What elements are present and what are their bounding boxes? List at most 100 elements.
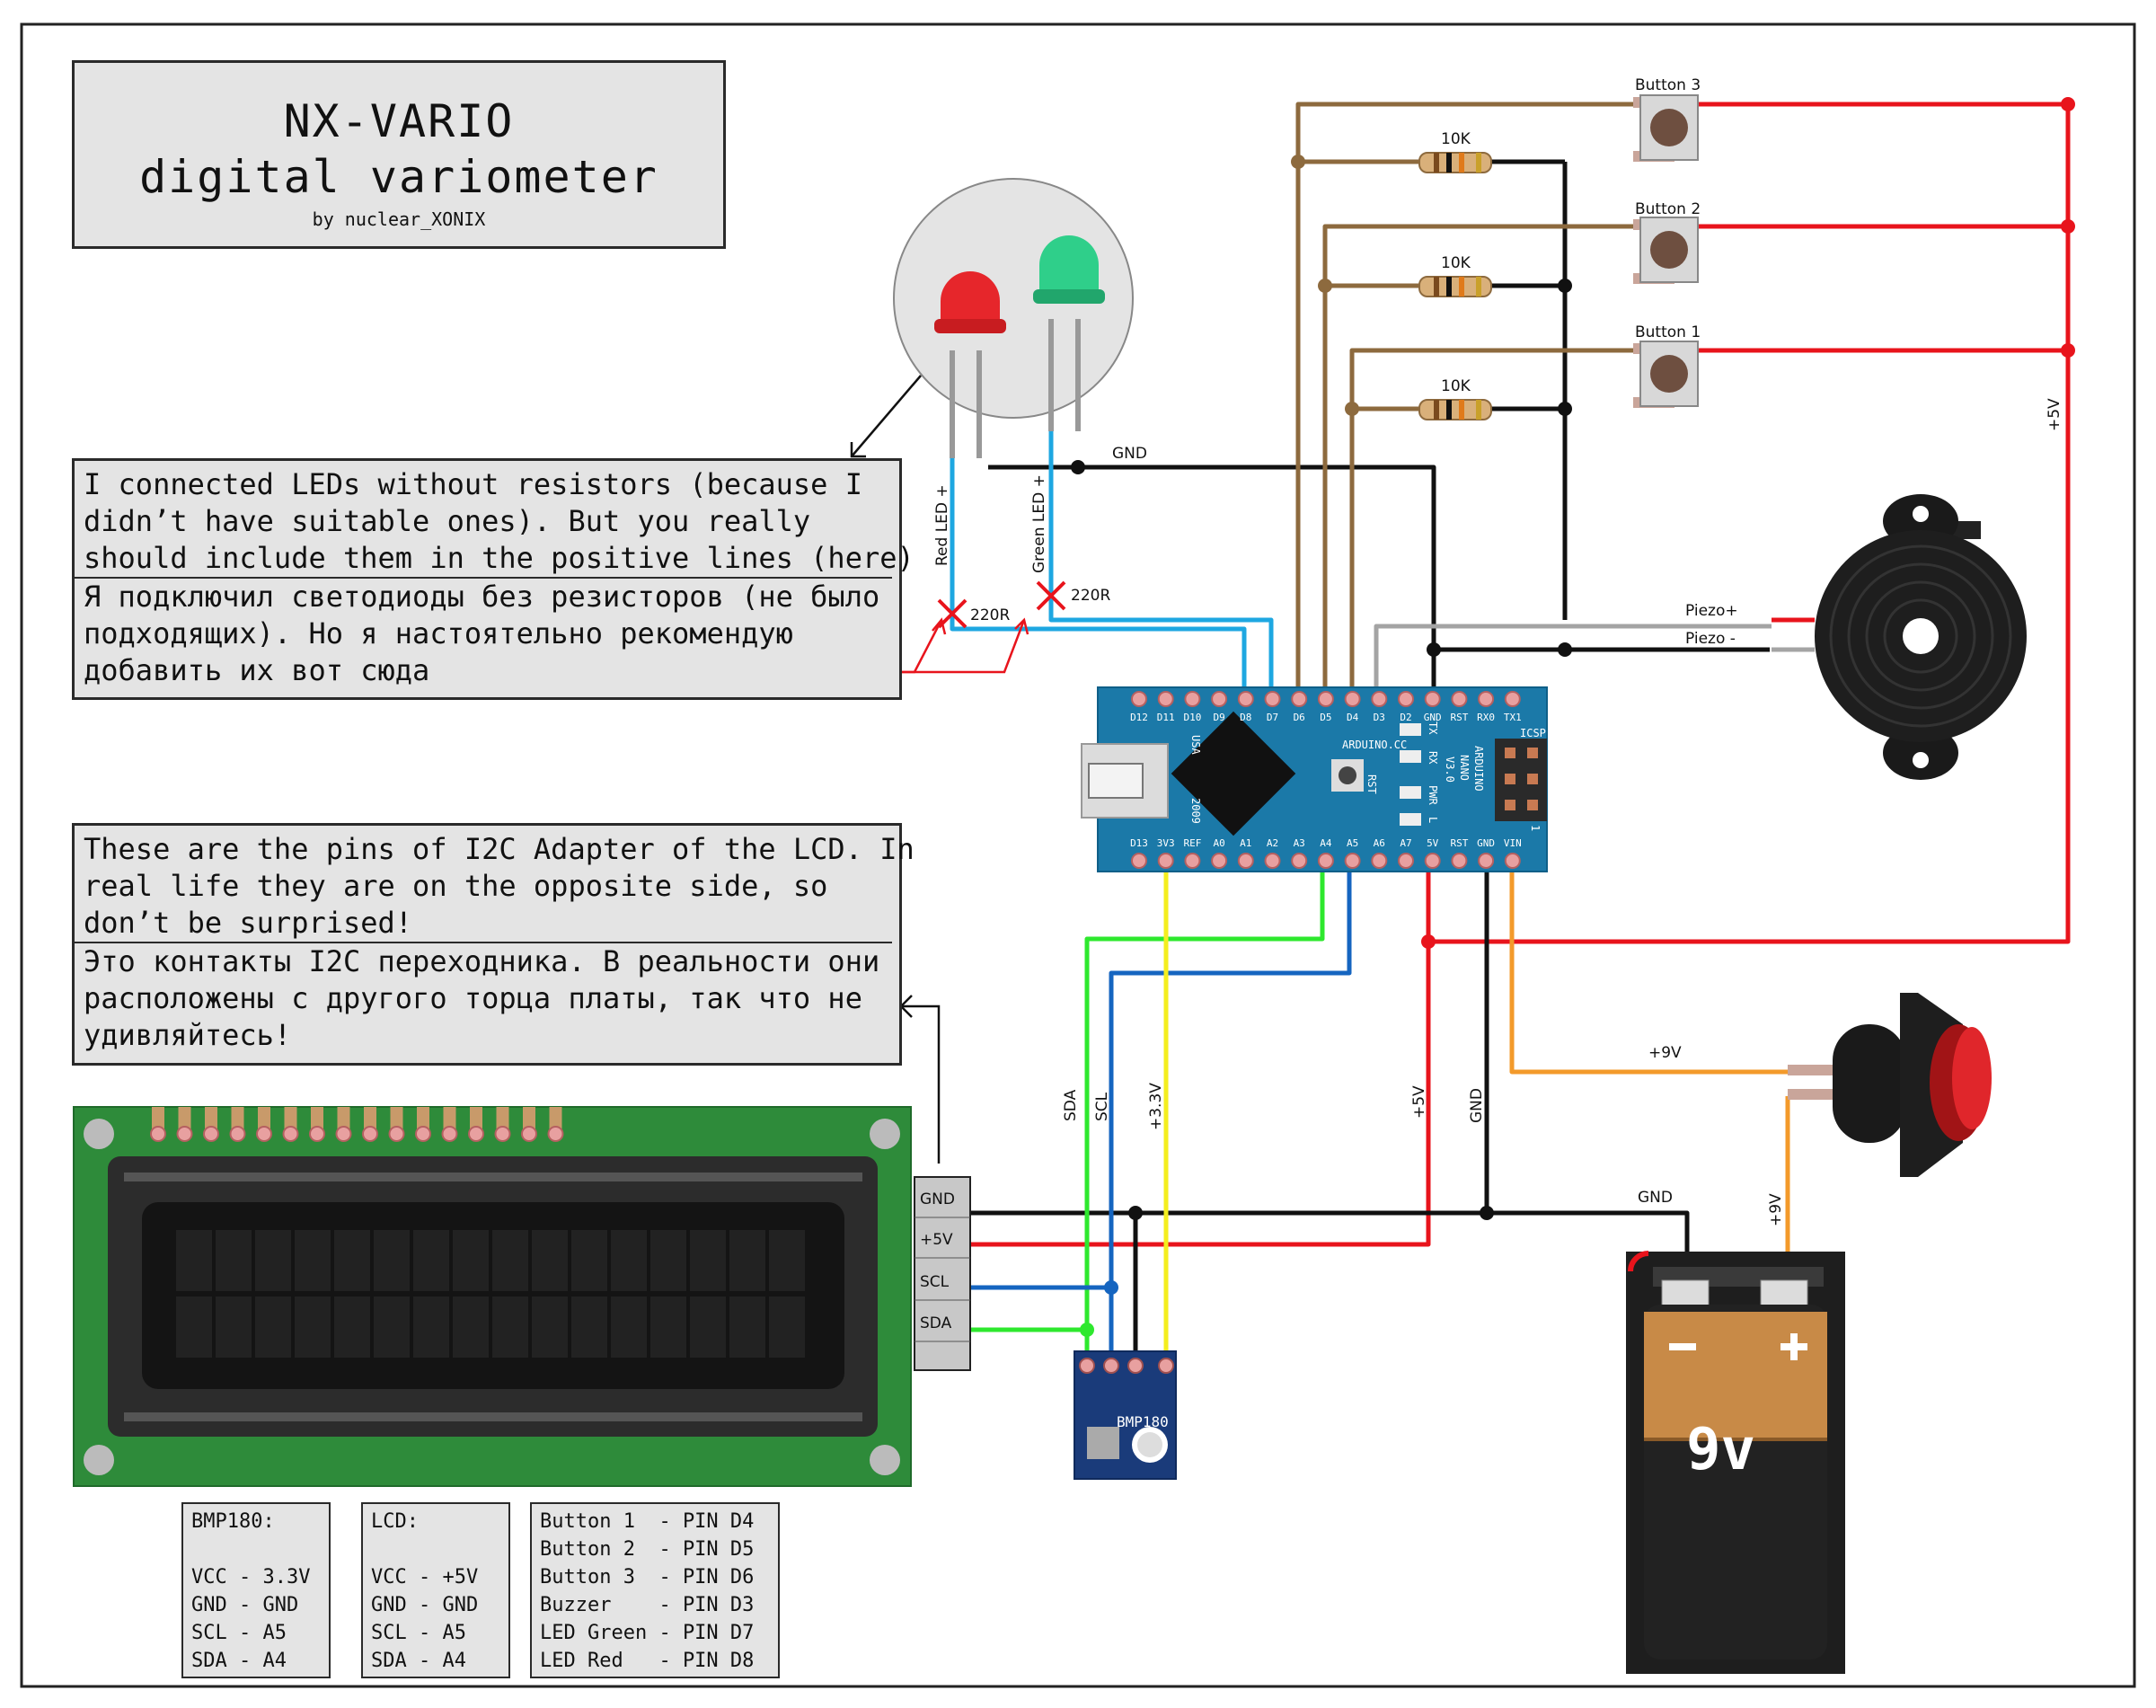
bmp180-board [1074, 1350, 1177, 1480]
lcd-cell [334, 1230, 370, 1291]
lcd-header-pin [549, 1107, 562, 1130]
label-red-led: Red LED + [933, 484, 951, 566]
lcd-header-pin [417, 1107, 429, 1130]
nano-pin-label: D7 [1267, 712, 1278, 723]
wire-sda [1084, 863, 1325, 1366]
note-leds: I connected LEDs without resistors (beca… [72, 458, 915, 700]
lcd-cell [216, 1230, 252, 1291]
lcd-cell [453, 1296, 489, 1358]
nano-pin-label: RST [1450, 837, 1468, 849]
lcd-cell [374, 1296, 410, 1358]
nano-pin-label: D10 [1183, 712, 1201, 723]
nano-pin-a0 [1211, 853, 1228, 869]
label-r2: 10K [1441, 254, 1471, 272]
lcd-cell [571, 1230, 607, 1291]
nano-pin-a1 [1237, 853, 1254, 869]
lcd-cell [650, 1230, 686, 1291]
nano-pin-label: D6 [1294, 712, 1305, 723]
label-5v-mid: +5V [1410, 1085, 1428, 1119]
lcd-header-pin [390, 1107, 403, 1130]
nano-pin-label: RX0 [1477, 712, 1495, 723]
lcd-cell [176, 1296, 212, 1358]
nano-pin-d13 [1131, 853, 1147, 869]
lcd-header-pad [362, 1126, 378, 1142]
power-switch [1788, 993, 1992, 1177]
lcd-cell [690, 1296, 726, 1358]
lcd-cell [216, 1296, 252, 1358]
wire-9v-vin [1509, 863, 1788, 1075]
lcd-pin-gnd: GND [920, 1190, 955, 1208]
battery-label: 9v [1686, 1417, 1755, 1483]
nano-pin-d2 [1398, 691, 1414, 707]
nano-model-1: ARDUINO [1472, 746, 1485, 792]
button3 [1633, 94, 1699, 162]
lcd-cell [571, 1296, 607, 1358]
note-i2c-en: These are the pins of I2C Adapter of the… [84, 832, 915, 940]
label-sda: SDA [1062, 1089, 1080, 1121]
nano-pin-d10 [1184, 691, 1201, 707]
button2 [1633, 217, 1699, 284]
nano-one: 1 [1529, 825, 1542, 831]
nano-pin-label: D4 [1347, 712, 1359, 723]
resistor-r2 [1418, 276, 1492, 297]
lcd-display [73, 1106, 971, 1487]
nano-pin-label: RST [1450, 712, 1468, 723]
legend-line: GND - GND [371, 1594, 479, 1616]
lcd-header-pad [441, 1126, 458, 1142]
lcd-cell [769, 1230, 805, 1291]
legend-line [191, 1535, 329, 1563]
label-piezo-minus: Piezo - [1685, 630, 1736, 648]
lcd-header-pad [335, 1126, 352, 1142]
wires [915, 102, 2071, 1366]
nano-pin-d11 [1157, 691, 1174, 707]
red-led [941, 271, 1000, 328]
nano-pin-d7 [1264, 691, 1281, 707]
lcd-header-pin [152, 1107, 164, 1130]
legend-line: BMP180: [191, 1510, 275, 1533]
wire-plus5v-rail [915, 102, 2071, 1247]
lcd-cell [176, 1230, 212, 1291]
wire-red-led-d8 [950, 449, 1247, 692]
label-green-led: Green LED + [1030, 474, 1048, 573]
lcd-cell [453, 1230, 489, 1291]
legend-line: SDA - A4 [371, 1650, 466, 1672]
wire-button2-d5 [1322, 224, 1635, 692]
legend-line: SCL - A5 [191, 1622, 287, 1644]
nano-pin-5v [1424, 853, 1441, 869]
lcd-cell [650, 1296, 686, 1358]
nano-pin-label: A4 [1320, 837, 1332, 849]
label-9v-switch: +9V [1648, 1044, 1682, 1062]
label-9v-battery: +9V [1767, 1193, 1785, 1226]
lcd-header-pad [415, 1126, 431, 1142]
wire-button3-d6 [1295, 102, 1635, 692]
lcd-header-pad [521, 1126, 537, 1142]
lcd-cell [255, 1296, 291, 1358]
wire-scl [1109, 863, 1352, 1366]
legend-line: GND - GND [191, 1594, 299, 1616]
label-220r-b: 220R [1071, 587, 1110, 605]
lcd-pin-scl: SCL [920, 1273, 950, 1291]
nano-pin-a3 [1291, 853, 1308, 869]
nano-pin-a2 [1264, 853, 1281, 869]
title-box: NX-VARIO digital variometer by nuclear_X… [72, 60, 726, 249]
resistor-marks [937, 580, 1066, 629]
lcd-header-pad [282, 1126, 299, 1142]
nano-pin-label: GND [1424, 712, 1442, 723]
nano-pin-tx1 [1504, 691, 1521, 707]
label-220r-a: 220R [970, 606, 1010, 624]
nano-pin-a4 [1317, 853, 1334, 869]
wire-gnd-leds [988, 465, 1436, 692]
nano-pin-label: A1 [1240, 837, 1251, 849]
lcd-pin-5v: +5V [920, 1231, 953, 1249]
label-gnd-battery: GND [1638, 1189, 1673, 1207]
lcd-cell [255, 1230, 291, 1291]
lcd-header-pin [284, 1107, 297, 1130]
nano-pin-label: A0 [1213, 837, 1224, 849]
wire-green-led-d7 [1048, 422, 1274, 692]
wire-piezo-d3 [1374, 624, 1772, 692]
lcd-header-pin [258, 1107, 270, 1130]
